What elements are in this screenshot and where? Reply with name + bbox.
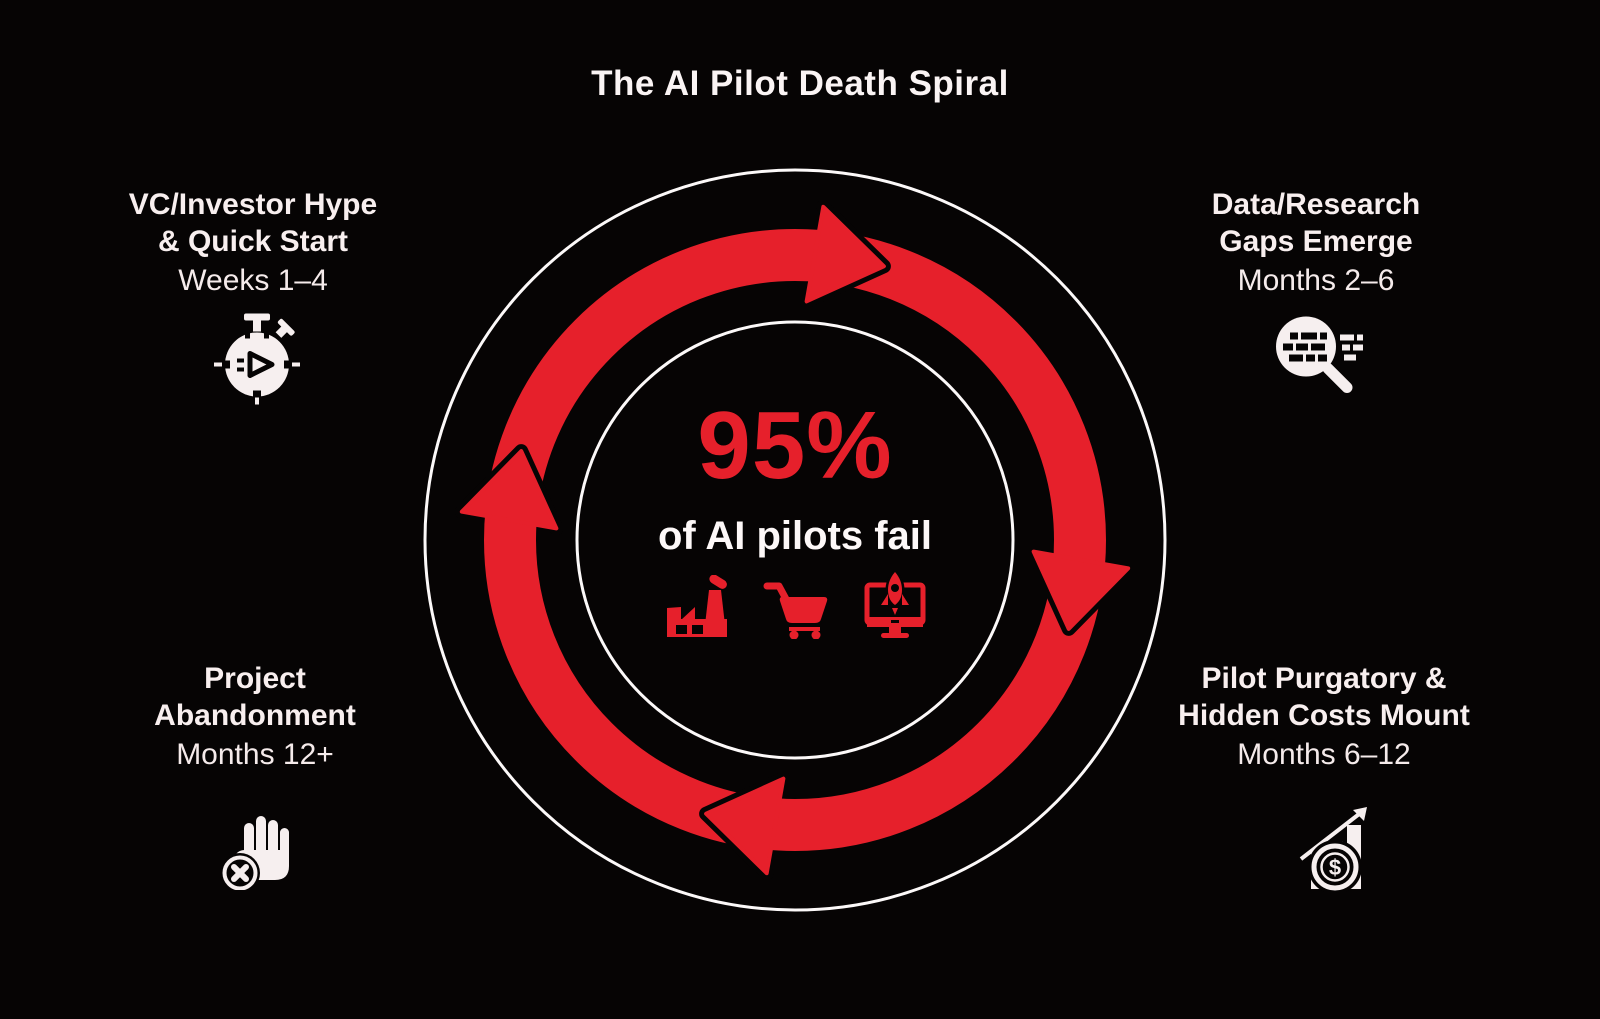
outer-circle: [423, 168, 1167, 912]
stage-title: Hidden Costs Mount: [1178, 699, 1470, 732]
stage-timeframe: Months 2–6: [1237, 264, 1395, 297]
cycle-arrow-right-icon: [1026, 544, 1136, 636]
cycle-arrow-left-icon: [454, 444, 564, 536]
industry-icons-row: [555, 569, 1035, 639]
cycle-ring: [484, 229, 1106, 851]
page-title: The AI Pilot Death Spiral: [591, 64, 1009, 103]
fail-rate-stat: 95%: [697, 392, 893, 499]
stage-data-research-gaps: Data/Research Gaps Emerge Months 2–6: [1106, 186, 1526, 299]
stage-timeframe: Weeks 1–4: [178, 264, 328, 297]
stage-project-abandonment: Project Abandonment Months 12+: [45, 660, 465, 773]
cost-growth-icon: $: [1299, 807, 1367, 893]
factory-icon: [667, 575, 727, 637]
fail-rate-caption: of AI pilots fail: [657, 514, 933, 558]
shopping-cart-icon: [763, 582, 828, 639]
cycle-arrow-bottom-icon: [699, 771, 791, 881]
stage-title: VC/Investor Hype: [128, 188, 378, 221]
monitor-rocket-icon: [864, 569, 926, 638]
stage-vc-investor-hype: VC/Investor Hype & Quick Start Weeks 1–4: [43, 186, 463, 299]
stopwatch-icon: [214, 313, 300, 405]
stage-title: Pilot Purgatory &: [1201, 662, 1447, 695]
stage-pilot-purgatory: Pilot Purgatory & Hidden Costs Mount Mon…: [1114, 660, 1534, 773]
stage-title: Abandonment: [154, 699, 356, 732]
stage-title: Data/Research: [1211, 188, 1421, 221]
stage-timeframe: Months 6–12: [1237, 738, 1411, 771]
stage-title: Project: [204, 662, 306, 695]
svg-text:$: $: [1329, 855, 1341, 880]
cycle-arrow-top-icon: [799, 199, 891, 309]
data-search-icon: [1276, 316, 1363, 393]
stop-hand-icon: [220, 816, 289, 890]
stage-timeframe: Months 12+: [176, 738, 334, 771]
center-stat-block: 95% of AI pilots fail: [555, 398, 1035, 639]
stage-title: & Quick Start: [157, 225, 349, 258]
stage-title: Gaps Emerge: [1219, 225, 1413, 258]
inner-circle: [575, 320, 1015, 760]
